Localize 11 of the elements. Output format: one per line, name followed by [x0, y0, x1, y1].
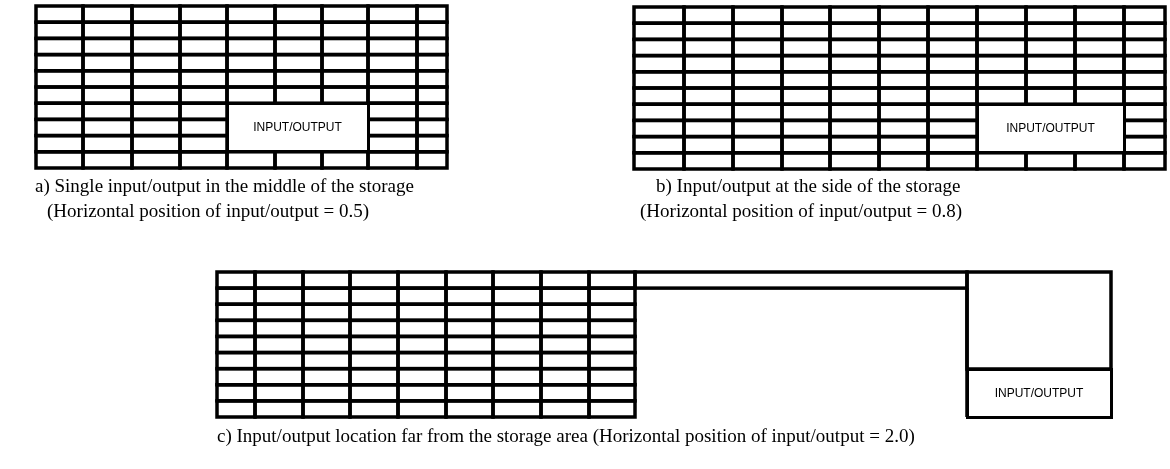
io-label: INPUT/OUTPUT [994, 386, 1084, 400]
input-output-box [225, 101, 370, 154]
input-output-box [965, 367, 1113, 419]
caption: (Horizontal position of input/output = 0.8) [640, 200, 963, 222]
caption: a) Single input/output in the middle of the storage [35, 175, 414, 197]
io-label: INPUT/OUTPUT [253, 120, 342, 135]
input-output-box [975, 102, 1126, 155]
caption: c) Input/output location far from the storage area (Horizontal position of input/output = 2.0) [217, 425, 915, 447]
io-label: INPUT/OUTPUT [1006, 121, 1095, 136]
caption: (Horizontal position of input/output = 0.5) [47, 200, 370, 222]
caption: b) Input/output at the side of the storage [656, 175, 961, 197]
